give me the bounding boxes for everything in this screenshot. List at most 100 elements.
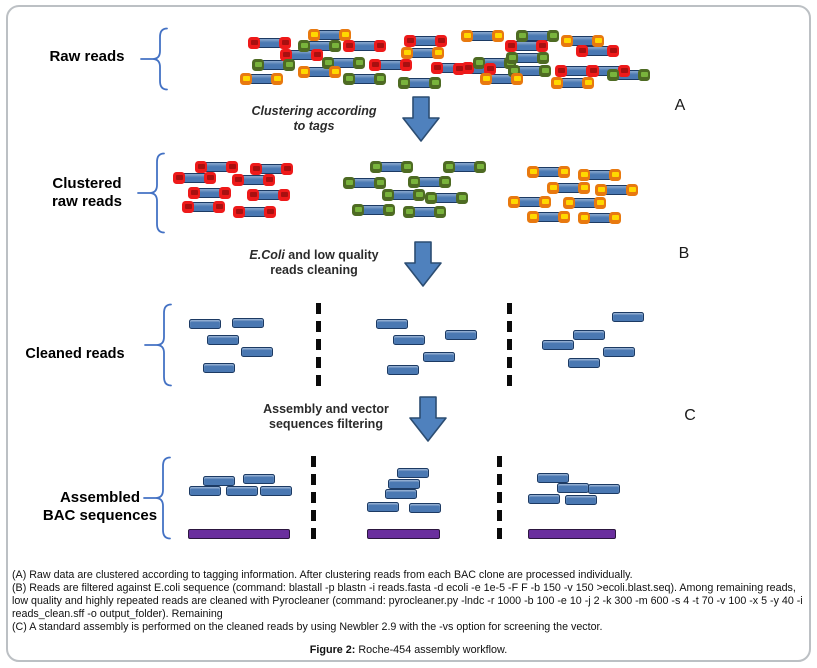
assembled-read-bar: [226, 486, 258, 496]
cleaned-read-bar: [423, 352, 455, 362]
red-tag-icon: [618, 64, 630, 77]
tagged-read: [425, 191, 468, 204]
cleaned-read-bar: [387, 365, 419, 375]
green-tag-icon: [547, 29, 559, 42]
red-tag-icon: [280, 48, 292, 61]
arrow-c-caption-line1: Assembly and vector: [263, 402, 389, 416]
tagged-read: [403, 205, 446, 218]
figure-border: [6, 5, 811, 662]
orange-tag-icon: [511, 72, 523, 85]
green-tag-icon: [382, 188, 394, 201]
green-tag-icon: [329, 39, 341, 52]
assembled-read-bar: [557, 483, 589, 493]
figure-caption-text: Roche-454 assembly workflow.: [355, 644, 508, 656]
cleaned-read-bar: [445, 330, 477, 340]
cleaned-read-bar: [573, 330, 605, 340]
tagged-read: [298, 65, 341, 78]
orange-tag-icon: [271, 72, 283, 85]
arrow-a-caption-line2: to tags: [293, 119, 335, 133]
green-tag-icon: [537, 51, 549, 64]
tagged-read: [369, 58, 412, 71]
tagged-read: [461, 29, 504, 42]
note-c: (C) A standard assembly is performed on …: [12, 620, 603, 633]
red-tag-icon: [404, 34, 416, 47]
orange-tag-icon: [551, 76, 563, 89]
group-divider-dashed-line: [316, 303, 321, 388]
label-clustered-raw-reads: Clustered raw reads: [28, 175, 146, 211]
label-assembled-line1: Assembled: [59, 489, 141, 506]
tagged-read: [401, 46, 444, 59]
red-tag-icon: [462, 61, 474, 74]
group-divider-dashed-line: [497, 456, 502, 544]
red-tag-icon: [484, 62, 496, 75]
note-a: (A) Raw data are clustered according to …: [12, 569, 633, 581]
green-tag-icon: [607, 68, 619, 81]
orange-tag-icon: [578, 181, 590, 194]
assembled-read-bar: [537, 473, 569, 483]
assembled-contig-bar: [188, 529, 290, 539]
green-tag-icon: [352, 203, 364, 216]
assembled-read-bar: [367, 502, 399, 512]
green-tag-icon: [474, 160, 486, 173]
tagged-read: [443, 160, 486, 173]
tagged-read: [298, 39, 341, 52]
tagged-read: [250, 162, 293, 175]
orange-tag-icon: [595, 183, 607, 196]
arrow-a-caption: Clustering according to tags: [230, 104, 398, 134]
orange-tag-icon: [609, 168, 621, 181]
tagged-read: [233, 205, 276, 218]
arrow-b-caption-italic: E.Coli: [249, 248, 285, 262]
green-tag-icon: [283, 58, 295, 71]
tagged-read: [578, 168, 621, 181]
red-tag-icon: [431, 61, 443, 74]
tagged-read: [352, 203, 395, 216]
orange-tag-icon: [563, 196, 575, 209]
tagged-read: [527, 210, 570, 223]
orange-tag-icon: [298, 65, 310, 78]
green-tag-icon: [403, 205, 415, 218]
red-tag-icon: [279, 36, 291, 49]
arrow-b-caption-line2: reads cleaning: [270, 263, 358, 277]
tagged-read: [343, 39, 386, 52]
cleaned-read-bar: [568, 358, 600, 368]
assembled-read-bar: [385, 489, 417, 499]
label-clustered-line1: Clustered: [52, 175, 122, 192]
red-tag-icon: [587, 64, 599, 77]
label-clustered-line2: raw reads: [51, 193, 123, 210]
tagged-read: [453, 62, 496, 75]
arrow-c-caption: Assembly and vector sequences filtering: [246, 402, 406, 432]
red-tag-icon: [278, 188, 290, 201]
green-tag-icon: [473, 56, 485, 69]
red-tag-icon: [281, 162, 293, 175]
brace-raw-reads: [140, 27, 168, 91]
red-tag-icon: [232, 173, 244, 186]
tagged-read: [404, 34, 447, 47]
green-tag-icon: [401, 160, 413, 173]
green-tag-icon: [443, 160, 455, 173]
tagged-read: [408, 175, 451, 188]
figure-caption-number: Figure 2:: [309, 644, 356, 656]
green-tag-icon: [353, 56, 365, 69]
cleaned-read-bar: [393, 335, 425, 345]
orange-tag-icon: [594, 196, 606, 209]
green-tag-icon: [434, 205, 446, 218]
orange-tag-icon: [609, 211, 621, 224]
tagged-read: [343, 176, 386, 189]
orange-tag-icon: [547, 181, 559, 194]
green-tag-icon: [456, 191, 468, 204]
orange-tag-icon: [592, 34, 604, 47]
tagged-read: [182, 200, 225, 213]
step-letter-b: B: [678, 245, 690, 262]
red-tag-icon: [233, 205, 245, 218]
arrow-b-caption-line1: E.Coli and low quality: [228, 248, 400, 263]
green-tag-icon: [425, 191, 437, 204]
note-b: (B) Reads are filtered against E.coli se…: [12, 581, 803, 620]
red-tag-icon: [188, 186, 200, 199]
down-arrow-icon: [409, 396, 447, 442]
tagged-read: [561, 34, 604, 47]
brace-cleaned-reads: [144, 303, 172, 387]
orange-tag-icon: [578, 211, 590, 224]
orange-tag-icon: [539, 195, 551, 208]
arrow-c-caption-line2: sequences filtering: [269, 417, 383, 431]
